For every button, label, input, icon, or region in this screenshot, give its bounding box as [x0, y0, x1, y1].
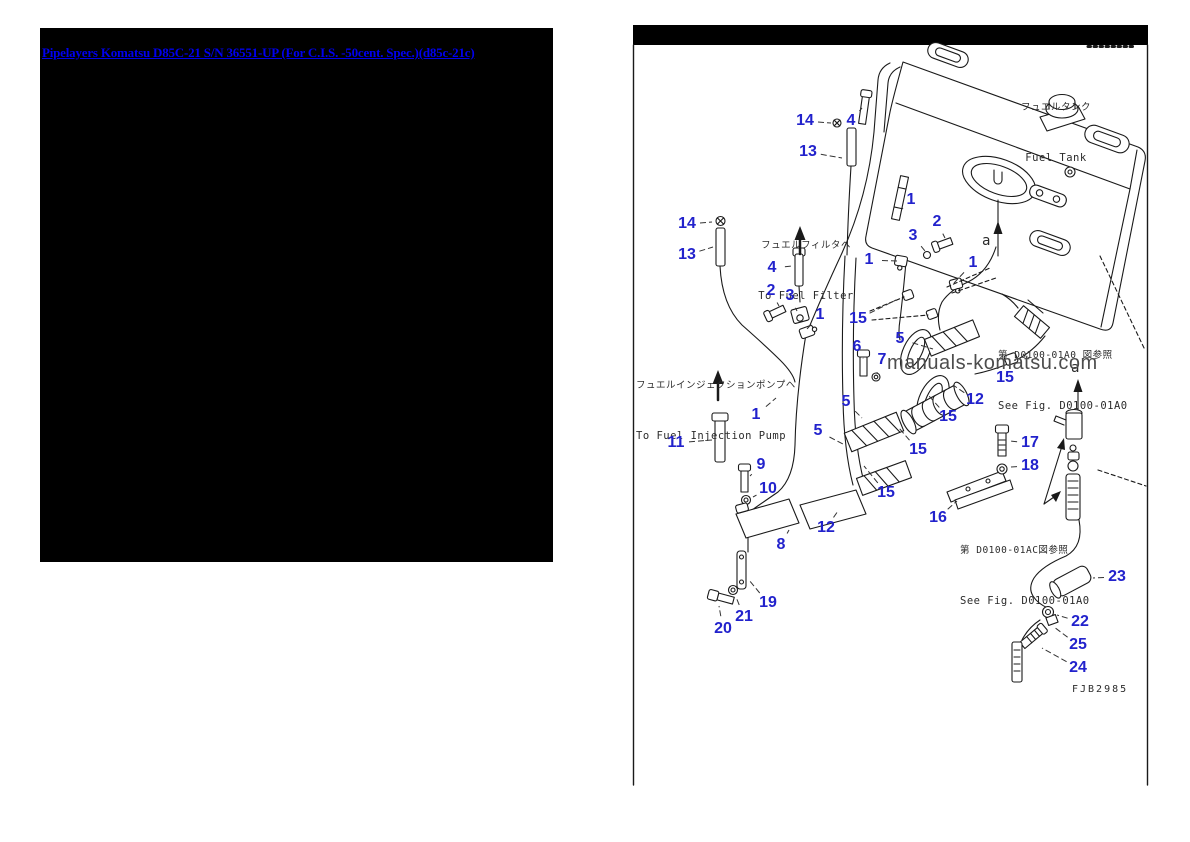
part-callout-1: 1 — [751, 406, 761, 423]
part-callout-17: 17 — [1021, 434, 1039, 451]
see-fig-reference-2: 第 D0100-01AC図参照 See Fig. D0100-01A0 — [960, 507, 1090, 627]
part-callout-12: 12 — [966, 391, 984, 408]
part-callout-22: 22 — [1071, 613, 1089, 630]
part-callout-11: 11 — [667, 434, 685, 451]
part-callout-1: 1 — [968, 254, 978, 271]
part-callout-18: 18 — [1021, 457, 1039, 474]
watermark: manuals-komatsu.com — [887, 352, 1098, 374]
to-fuel-injection-pump-label-en: To Fuel Injection Pump — [636, 430, 787, 443]
part-callout-16: 16 — [929, 509, 947, 526]
to-fuel-filter-label-en: To Fuel Filter — [758, 290, 854, 303]
part-callout-8: 8 — [776, 536, 786, 553]
part-callout-2: 2 — [932, 213, 942, 230]
part-callout-3: 3 — [908, 227, 918, 244]
part-callout-13: 13 — [799, 143, 817, 160]
part-callout-23: 23 — [1108, 568, 1126, 585]
to-fuel-filter-label: フュエルフィルタヘ To Fuel Filter — [752, 202, 860, 322]
part-callout-12: 12 — [817, 519, 835, 536]
see-fig-reference-2-jp: 第 D0100-01AC図参照 — [960, 545, 1069, 557]
to-fuel-filter-label-jp: フュエルフィルタヘ — [761, 240, 851, 252]
part-callout-2: 2 — [766, 282, 776, 299]
see-fig-reference-1-en: See Fig. D0100-01A0 — [998, 400, 1128, 413]
part-callout-1: 1 — [906, 191, 916, 208]
part-callout-4: 4 — [767, 259, 777, 276]
part-callout-15: 15 — [939, 408, 957, 425]
redacted-thumbnail-panel — [40, 28, 553, 562]
model-parts-link[interactable]: Pipelayers Komatsu D85C-21 S/N 36551-UP … — [42, 45, 475, 60]
part-callout-15: 15 — [909, 441, 927, 458]
view-a-label-top: a — [982, 233, 991, 249]
part-callout-24: 24 — [1069, 659, 1087, 676]
see-fig-reference-2-en: See Fig. D0100-01A0 — [960, 595, 1090, 608]
part-callout-14: 14 — [678, 215, 696, 232]
fuel-tank-label-jp: フュエルタンク — [1020, 102, 1091, 114]
part-callout-5: 5 — [841, 393, 851, 410]
diagram-panel — [633, 25, 1148, 785]
fuel-tank-label-en: Fuel Tank — [1025, 152, 1087, 165]
view-a-label-bottom: a — [1071, 360, 1080, 376]
part-callout-6: 6 — [852, 338, 862, 355]
see-fig-reference-1: 第 D0100-01A0 図参照 See Fig. D0100-01A0 — [998, 312, 1128, 432]
part-callout-14: 14 — [796, 112, 814, 129]
to-fuel-injection-pump-label: フュエルインジェクションポンプヘ To Fuel Injection Pump — [636, 342, 796, 462]
part-callout-1: 1 — [815, 306, 825, 323]
part-callout-15: 15 — [877, 484, 895, 501]
part-callout-5: 5 — [813, 422, 823, 439]
figure-code: FJB2985 — [1072, 684, 1129, 695]
part-callout-13: 13 — [678, 246, 696, 263]
part-callout-25: 25 — [1069, 636, 1087, 653]
part-callout-15: 15 — [996, 369, 1014, 386]
part-callout-5: 5 — [895, 330, 905, 347]
part-callout-21: 21 — [735, 608, 753, 625]
part-callout-19: 19 — [759, 594, 777, 611]
part-callout-10: 10 — [759, 480, 777, 497]
part-callout-4: 4 — [846, 112, 856, 129]
part-callout-1: 1 — [864, 251, 874, 268]
part-callout-9: 9 — [756, 456, 766, 473]
part-callout-20: 20 — [714, 620, 732, 637]
to-fuel-injection-pump-label-jp: フュエルインジェクションポンプヘ — [636, 380, 796, 392]
fuel-tank-label: フュエルタンク Fuel Tank — [1016, 64, 1096, 184]
part-callout-7: 7 — [877, 351, 887, 368]
diagram-header-redacted-bar — [633, 25, 1148, 45]
part-callout-15: 15 — [849, 310, 867, 327]
see-fig-reference-1-jp: 第 D0100-01A0 図参照 — [998, 350, 1113, 362]
part-callout-3: 3 — [785, 287, 795, 304]
